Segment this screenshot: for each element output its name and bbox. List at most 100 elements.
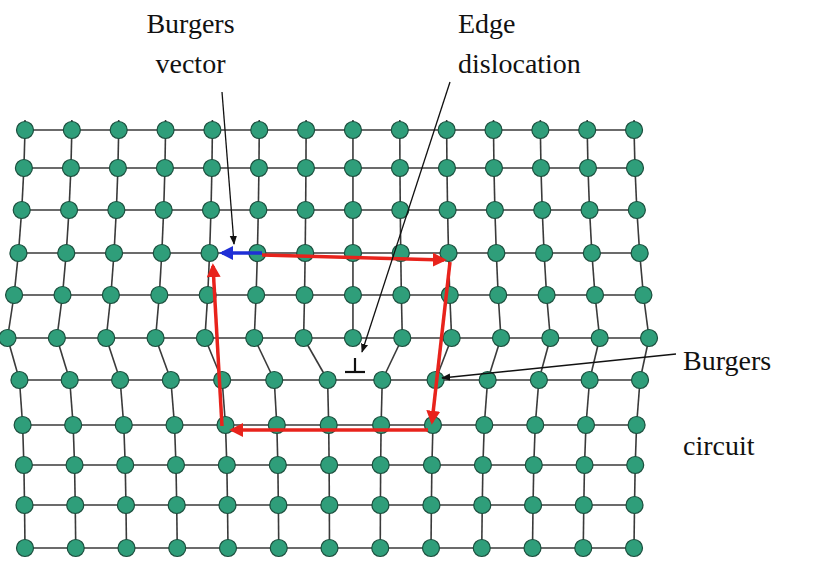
lattice-atom [372,457,389,474]
lattice-atom [219,497,236,514]
lattice-atom [344,287,361,304]
lattice-atom [319,372,336,389]
lattice-atom [485,122,502,139]
lattice-atom [591,330,608,347]
lattice-atom [66,457,83,474]
lattice-atom [394,330,411,347]
lattice-atom [486,202,503,219]
lattice-atom [112,372,129,389]
lattice-atom [63,122,80,139]
circuit-arrow [432,262,450,422]
lattice-atom [488,245,505,262]
lattice-atom [627,457,644,474]
leader-line [442,354,676,378]
lattice-atom [579,160,596,177]
lattice-atom [156,160,173,177]
lattice-atom [16,497,33,514]
lattice-atom [581,372,598,389]
lattice-atom [534,202,551,219]
lattice-atom [62,160,79,177]
burgers-vector-arrow [222,251,262,255]
lattice-atom [270,540,287,557]
lattice-atom [110,122,127,139]
lattice-atom [438,160,455,177]
lattice-atom [295,330,312,347]
lattice-atom [169,540,186,557]
lattice-atom [626,122,643,139]
lattice-atom [17,540,34,557]
lattice-atom [167,457,184,474]
lattice-atom [525,497,542,514]
lattice-atom [220,540,237,557]
lattice-atom [423,497,440,514]
lattice-atom [153,245,170,262]
lattice-atom [542,330,559,347]
lattice-atom [579,122,596,139]
lattice-atom [575,540,592,557]
lattice-atom [269,457,286,474]
lattice-atom [441,287,458,304]
lattice-atom [490,287,507,304]
lattice-bonds [0,120,657,556]
burgers-circuit [213,255,450,430]
lattice-atom [203,160,220,177]
lattice-atom [218,457,235,474]
lattice-atom [476,417,493,434]
lattice-atom [525,457,542,474]
lattice-atom [13,202,30,219]
lattice-atom [628,202,645,219]
lattice-atom [372,497,389,514]
burgers-vector-label: Burgers vector [118,4,263,84]
lattice-atom [344,160,361,177]
lattice-atom [98,330,115,347]
lattice-atom [108,202,125,219]
lattice-atom [532,122,549,139]
lattice-atom [166,417,183,434]
lattice-atom [527,417,544,434]
lattice-atom [576,457,593,474]
lattice-atom [581,202,598,219]
lattice-atom [423,540,440,557]
lattice-atom [536,245,553,262]
lattice-atom [626,540,643,557]
lattice-atom [438,122,455,139]
lattice-atom [628,417,645,434]
lattice-atom [10,245,27,262]
circuit-arrow [232,428,428,432]
lattice-atom [297,245,314,262]
circuit-arrow [213,266,222,426]
lattice-atoms [0,122,658,557]
lattice-atom [151,287,168,304]
lattice-atom [391,122,408,139]
lattice-atom [117,457,134,474]
circuit-arrow [262,255,444,260]
lattice-atom [67,497,84,514]
leader-line [222,92,234,244]
lattice-atom [168,497,185,514]
lattice-atom [250,202,267,219]
lattice-atom [344,122,361,139]
lattice-atom [117,497,134,514]
lattice-atom [155,202,172,219]
lattice-atom [6,287,23,304]
lattice-atom [246,330,263,347]
lattice-atom [391,160,408,177]
burgers-circuit-label: Burgers circuit [683,318,823,488]
lattice-atom [524,540,541,557]
dislocation-symbol [345,358,365,372]
lattice-atom [0,330,16,347]
lattice-atom [473,540,490,557]
edge-dislocation-label: Edge dislocation [458,4,623,84]
lattice-atom [61,372,78,389]
lattice-atom [118,540,135,557]
lattice-atom [530,372,547,389]
lattice-atom [157,122,174,139]
leader-line [362,82,450,352]
lattice-atom [15,457,32,474]
lattice-atom [248,287,265,304]
lattice-atom [423,457,440,474]
lattice-atom [14,417,31,434]
lattice-atom [372,540,389,557]
